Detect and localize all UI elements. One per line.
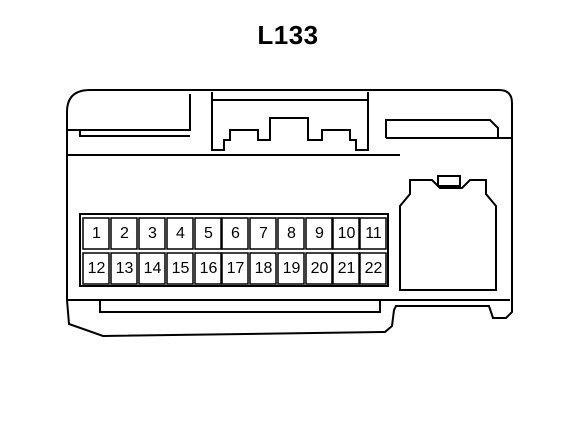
pin-label-6: 6 (231, 224, 240, 242)
pin-label-18: 18 (254, 259, 273, 277)
key-block (399, 179, 497, 291)
pin-label-11: 11 (365, 224, 382, 242)
pin-label-10: 10 (337, 224, 356, 242)
pin-label-13: 13 (115, 259, 134, 277)
pin-label-16: 16 (199, 259, 218, 277)
pin-label-22: 22 (364, 259, 383, 277)
key-notch (437, 175, 461, 187)
housing-outline (66, 89, 513, 338)
pin-label-3: 3 (148, 224, 157, 242)
pin-label-14: 14 (143, 259, 162, 277)
pin-label-5: 5 (204, 224, 213, 242)
lock-latch (211, 99, 369, 151)
pin-label-19: 19 (282, 259, 301, 277)
pin-label-2: 2 (120, 224, 129, 242)
pin-label-9: 9 (315, 224, 324, 242)
pin-grid-border (79, 213, 389, 287)
left-ledge (67, 94, 191, 131)
pin-label-21: 21 (337, 259, 356, 277)
pin-label-15: 15 (171, 259, 190, 277)
pin-label-1: 1 (92, 224, 101, 242)
pin-cells (82, 217, 387, 285)
pin-label-17: 17 (226, 259, 245, 277)
connector-id-label: L133 (257, 20, 319, 50)
pin-label-7: 7 (259, 224, 268, 242)
pin-label-4: 4 (176, 224, 185, 242)
pin-label-8: 8 (287, 224, 296, 242)
right-recess (385, 119, 499, 138)
pin-label-20: 20 (310, 259, 329, 277)
pin-label-12: 12 (87, 259, 106, 277)
